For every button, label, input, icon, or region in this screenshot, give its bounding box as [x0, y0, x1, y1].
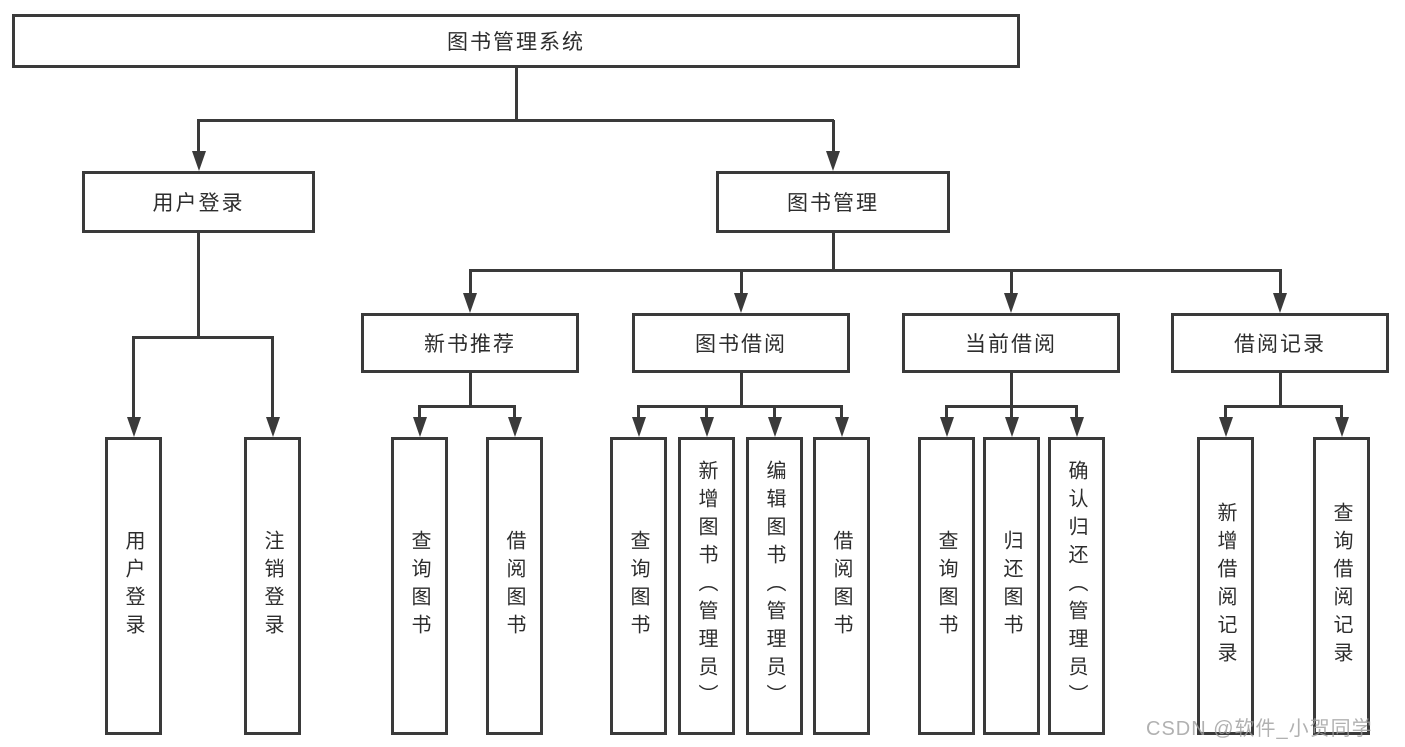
- arrowhead-down-icon: [1069, 417, 1084, 437]
- node-book-management: 图书管理: [716, 171, 950, 233]
- connector-line: [1009, 373, 1013, 408]
- arrowhead-down-icon: [1334, 417, 1349, 437]
- arrowhead-down-icon: [1218, 417, 1233, 437]
- connector-line: [1224, 406, 1227, 420]
- leaf-user-login: 用户登录: [105, 437, 162, 735]
- leaf-confirm-return-admin: 确认归还（管理员）: [1048, 437, 1105, 735]
- arrowhead-down-icon: [734, 293, 748, 313]
- leaf-edit-book-admin: 编辑图书（管理员）: [746, 437, 803, 735]
- connector-line: [1009, 270, 1013, 295]
- connector-line: [197, 120, 200, 153]
- connector-line: [197, 233, 200, 339]
- arrowhead-down-icon: [834, 417, 849, 437]
- watermark: CSDN @软件_小贺同学: [1146, 718, 1373, 740]
- connector-line: [1224, 404, 1343, 408]
- connector-line: [831, 120, 835, 153]
- connector-line: [132, 337, 135, 419]
- leaf-label: 新增借阅记录: [1214, 502, 1236, 670]
- leaf-label: 查询图书: [627, 530, 649, 642]
- leaf-label: 用户登录: [122, 530, 144, 642]
- connector-line: [468, 373, 472, 408]
- connector-line: [514, 68, 518, 121]
- leaf-label: 查询借阅记录: [1330, 502, 1352, 670]
- leaf-label: 新增图书（管理员）: [695, 460, 717, 712]
- connector-line: [271, 337, 274, 419]
- leaf-add-book-admin: 新增图书（管理员）: [678, 437, 735, 735]
- arrowhead-down-icon: [463, 293, 477, 313]
- leaf-query-books-current: 查询图书: [918, 437, 975, 735]
- connector-line: [739, 270, 743, 295]
- connector-line: [945, 406, 948, 420]
- connector-line: [513, 406, 516, 420]
- leaf-borrow-books-recommend: 借阅图书: [486, 437, 543, 735]
- leaf-label: 借阅图书: [503, 530, 525, 642]
- leaf-query-borrow-record: 查询借阅记录: [1313, 437, 1370, 735]
- arrowhead-down-icon: [767, 417, 782, 437]
- connector-line: [840, 406, 843, 420]
- arrowhead-down-icon: [1004, 417, 1019, 437]
- connector-line: [705, 406, 708, 420]
- connector-line: [637, 404, 843, 408]
- connector-line: [468, 268, 1282, 272]
- connector-line: [1278, 270, 1282, 295]
- leaf-label: 注销登录: [261, 530, 283, 642]
- leaf-borrow-books: 借阅图书: [813, 437, 870, 735]
- leaf-add-borrow-record: 新增借阅记录: [1197, 437, 1254, 735]
- arrowhead-down-icon: [939, 417, 954, 437]
- connector-line: [468, 270, 472, 295]
- leaf-label: 确认归还（管理员）: [1065, 460, 1087, 712]
- leaf-label: 查询图书: [935, 530, 957, 642]
- arrowhead-down-icon: [1004, 293, 1018, 313]
- arrowhead-down-icon: [699, 417, 714, 437]
- leaf-query-books-borrow: 查询图书: [610, 437, 667, 735]
- node-root: 图书管理系统: [12, 14, 1020, 68]
- arrowhead-down-icon: [507, 417, 522, 437]
- node-borrow-record: 借阅记录: [1171, 313, 1389, 373]
- arrowhead-down-icon: [265, 417, 280, 437]
- arrowhead-down-icon: [1273, 293, 1287, 313]
- leaf-label: 编辑图书（管理员）: [763, 460, 785, 712]
- node-book-borrow: 图书借阅: [632, 313, 850, 373]
- connector-line: [1075, 406, 1078, 420]
- arrowhead-down-icon: [826, 151, 840, 171]
- connector-line: [1340, 406, 1343, 420]
- arrowhead-down-icon: [126, 417, 141, 437]
- node-user-login: 用户登录: [82, 171, 315, 233]
- connector-line: [739, 373, 743, 408]
- leaf-logout: 注销登录: [244, 437, 301, 735]
- leaf-label: 借阅图书: [830, 530, 852, 642]
- connector-line: [1010, 406, 1013, 420]
- connector-line: [197, 118, 834, 122]
- node-current-borrow: 当前借阅: [902, 313, 1120, 373]
- leaf-return-books: 归还图书: [983, 437, 1040, 735]
- connector-line: [773, 406, 776, 420]
- arrowhead-down-icon: [412, 417, 427, 437]
- arrowhead-down-icon: [631, 417, 646, 437]
- leaf-query-books-recommend: 查询图书: [391, 437, 448, 735]
- connector-line: [132, 335, 274, 339]
- leaf-label: 查询图书: [408, 530, 430, 642]
- connector-line: [1278, 373, 1282, 408]
- node-new-book-recommend: 新书推荐: [361, 313, 579, 373]
- connector-line: [831, 233, 835, 272]
- connector-line: [418, 404, 516, 408]
- connector-line: [418, 406, 421, 420]
- arrowhead-down-icon: [191, 151, 206, 171]
- connector-line: [637, 406, 640, 420]
- leaf-label: 归还图书: [1000, 530, 1022, 642]
